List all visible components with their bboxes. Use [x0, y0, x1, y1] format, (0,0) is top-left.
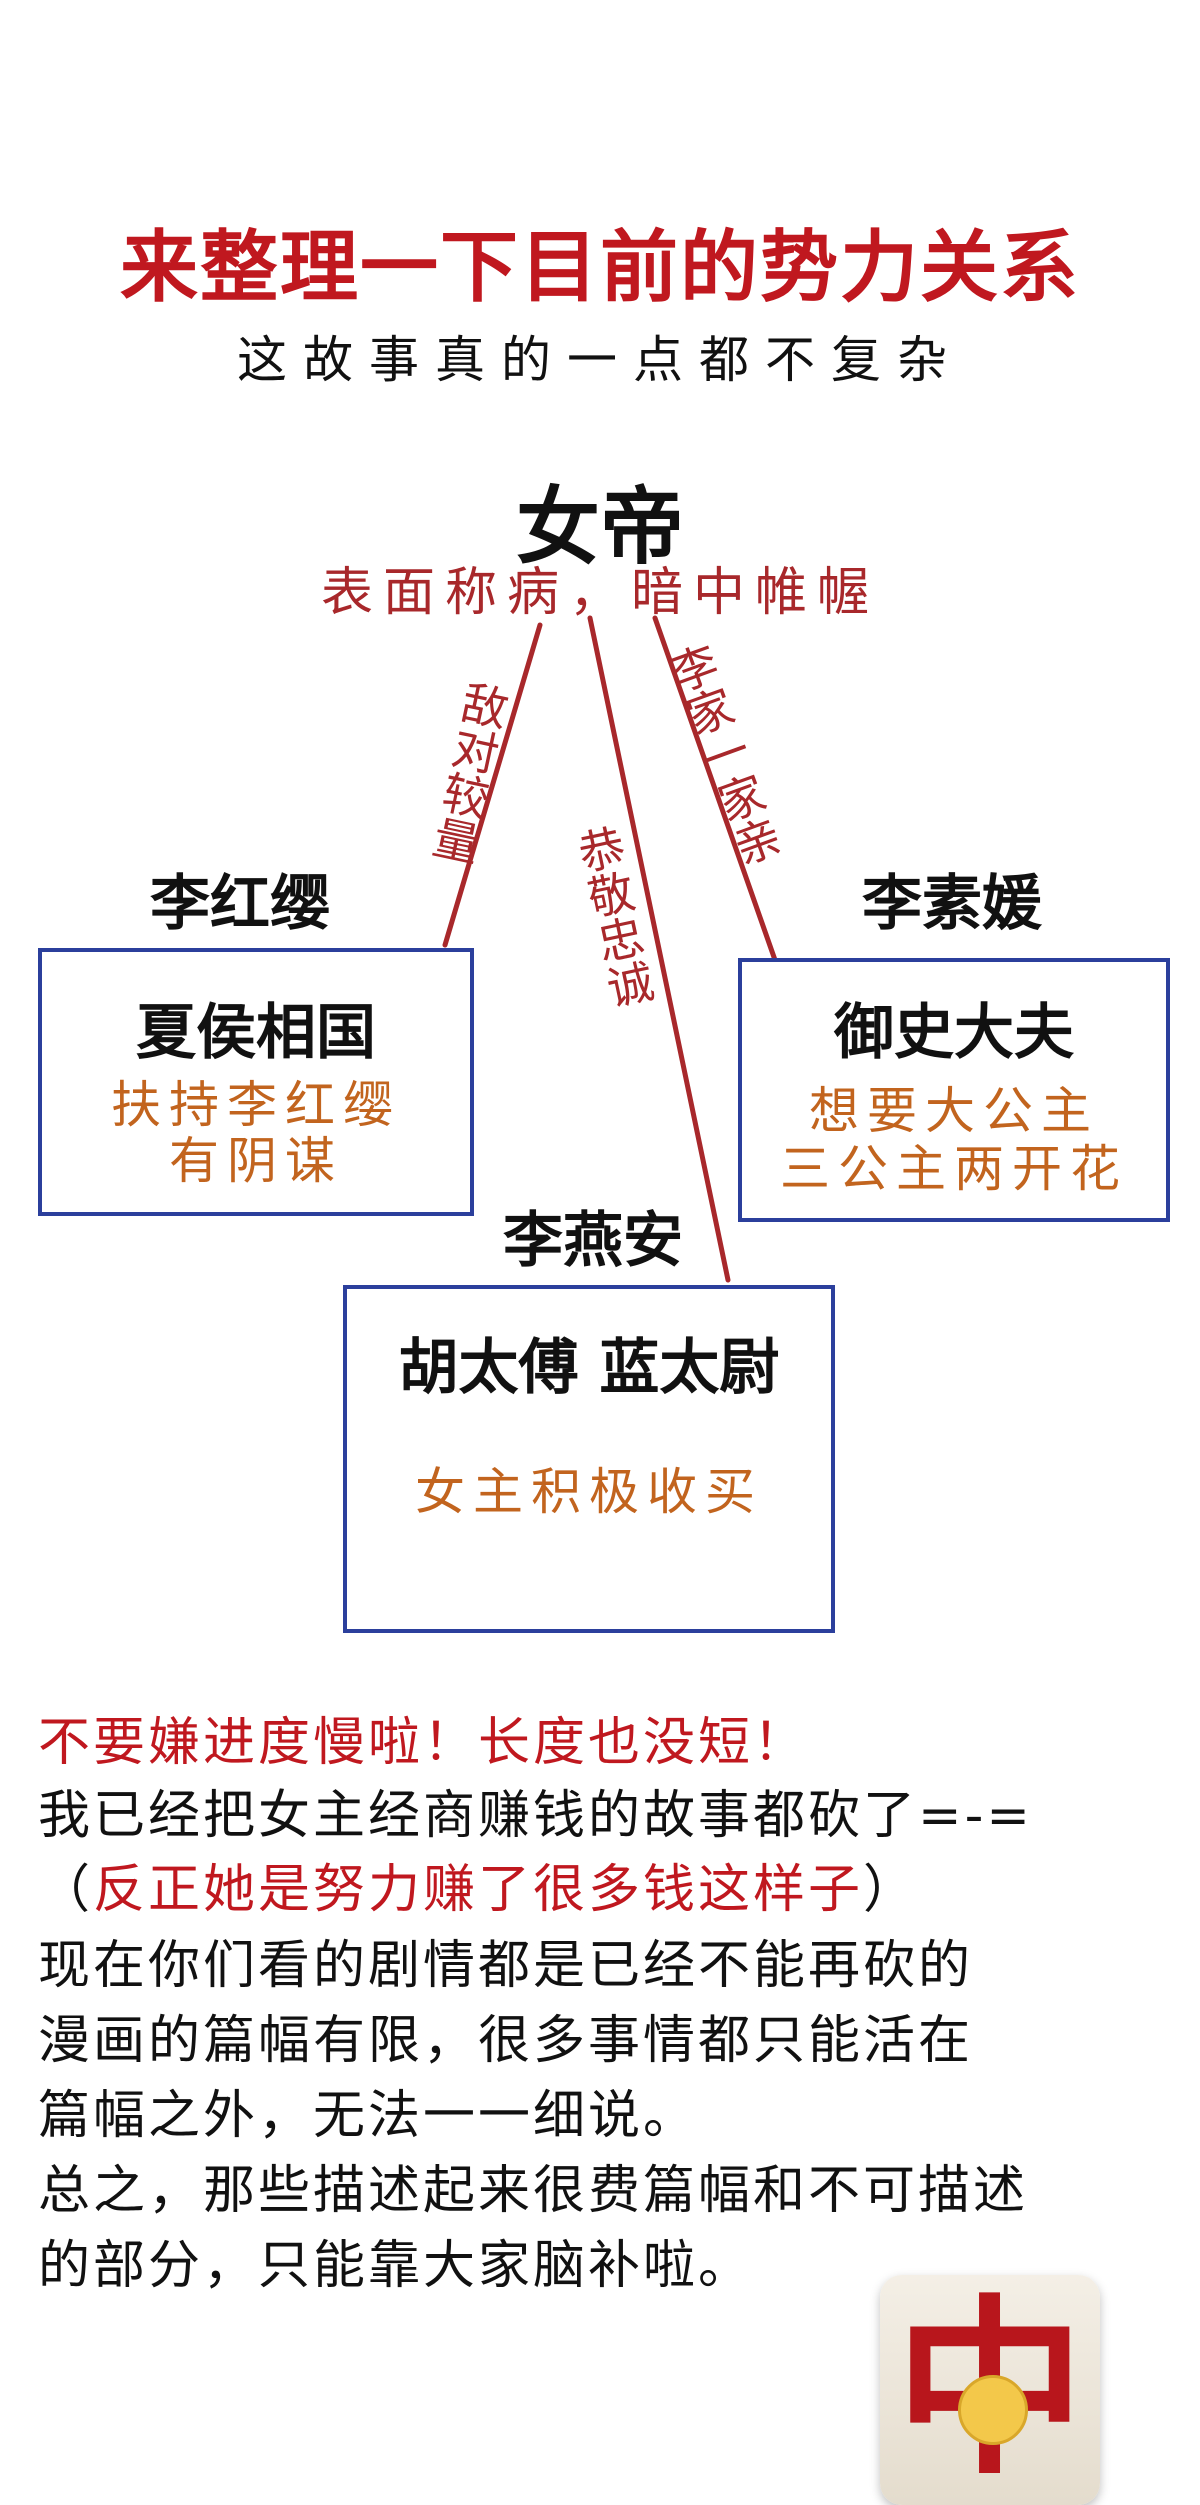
- line-right: [652, 615, 778, 963]
- page-subtitle: 这故事真的一点都不复杂: [237, 331, 963, 389]
- faction-box-right-title: 御史大夫: [834, 998, 1074, 1068]
- footer-line-3-close: ）: [863, 1860, 919, 1920]
- footer-line-5: 漫画的篇幅有限，很多事情都只能活在: [38, 2011, 974, 2071]
- faction-leader-right: 李素媛: [862, 869, 1042, 939]
- footer-line-8: 的部分，只能靠大家脑补啦。: [38, 2236, 754, 2296]
- faction-box-bottom: 胡太傅 蓝太尉 女主积极收买: [343, 1285, 835, 1633]
- footer-line-4: 现在你们看的剧情都是已经不能再砍的: [38, 1936, 974, 1996]
- faction-box-bottom-note: 女主积极收买: [415, 1463, 763, 1521]
- faction-leader-bottom: 李燕安: [503, 1206, 683, 1276]
- emperor-note: 表面称病，暗中帷幄: [320, 563, 879, 623]
- faction-box-left-title: 夏侯相国: [136, 998, 376, 1068]
- footer-line-1: 不要嫌进度慢啦！长度也没短！: [38, 1713, 809, 1773]
- footer-line-3-open: （: [38, 1860, 94, 1920]
- footer-line-2: 我已经把女主经商赚钱的故事都砍了=-=: [38, 1786, 1033, 1846]
- line-middle: [587, 615, 731, 1283]
- faction-box-right-note-1: 想要大公主: [809, 1082, 1099, 1140]
- faction-box-right: 御史大夫 想要大公主 三公主两开花: [738, 958, 1170, 1222]
- faction-box-left-note-1: 扶持李红缨: [111, 1076, 401, 1134]
- faction-box-left-note-2: 有阴谋: [169, 1132, 343, 1190]
- mahjong-tile-icon: 中: [880, 2275, 1100, 2505]
- footer-line-3-red: 反正她是努力赚了很多钱这样子: [93, 1860, 864, 1920]
- footer-line-3: （反正她是努力赚了很多钱这样子）: [38, 1852, 1168, 1928]
- smiley-face-icon: [958, 2375, 1028, 2445]
- footer-line-6: 篇幅之外，无法一一细说。: [38, 2086, 699, 2146]
- faction-leader-left: 李红缨: [150, 869, 330, 939]
- line-left: [442, 622, 543, 948]
- emperor-name: 女帝: [515, 478, 684, 576]
- faction-box-bottom-title: 胡太傅 蓝太尉: [398, 1333, 780, 1403]
- page-title: 来整理一下目前的势力关系: [119, 223, 1080, 313]
- faction-box-left: 夏侯相国 扶持李红缨 有阴谋: [38, 948, 474, 1216]
- footer-line-7: 总之，那些描述起来很费篇幅和不可描述: [38, 2161, 1029, 2221]
- faction-box-right-note-2: 三公主两开花: [780, 1140, 1128, 1198]
